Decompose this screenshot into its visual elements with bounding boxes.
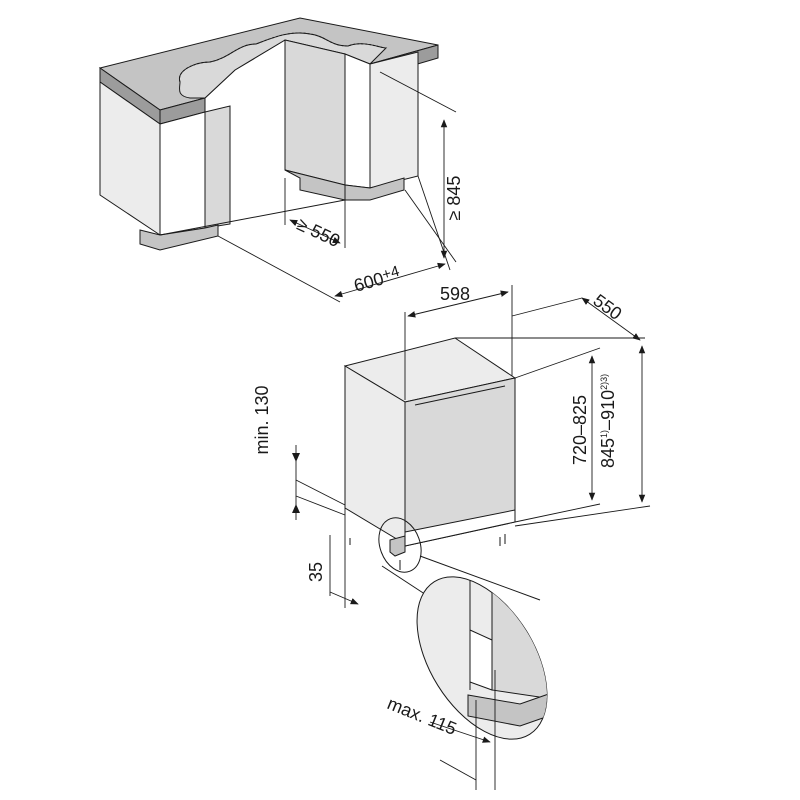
full-height-max-note: 2)3) [599, 374, 609, 390]
kick-plate [389, 535, 406, 557]
detail-door [491, 589, 561, 701]
full-height-max: –910 [598, 390, 618, 430]
depth-dimension-line [289, 219, 341, 244]
depth-550-line [581, 297, 641, 341]
depth-label: ≥ 550 [294, 214, 343, 251]
left-cabinet-face [204, 105, 231, 229]
plinth-depth-label: 35 [306, 562, 326, 582]
cutout-outline [179, 32, 387, 83]
right-cabinet-side [369, 51, 419, 189]
full-height-min: 845 [598, 438, 618, 468]
right-cabinet-face [284, 39, 346, 186]
right-cabinet-plinth [284, 169, 346, 201]
plinth-height-label: min. 130 [252, 385, 272, 454]
full-height-min-note: 1) [599, 430, 609, 438]
width-598-line [407, 290, 509, 318]
niche-floor-line [159, 199, 346, 236]
niche-illustration [98, 17, 439, 251]
detail-zoom [381, 555, 561, 740]
full-height-label: 8451)–9102)3) [598, 374, 618, 468]
detail-marker-circle [378, 517, 422, 573]
max-detail-line [439, 759, 477, 781]
width-tolerance: +4 [380, 263, 401, 284]
detail-plinth [469, 629, 493, 691]
width-598-label: 598 [440, 284, 470, 304]
width-dimension-line [334, 262, 446, 298]
width-label: 600+4 [351, 263, 402, 296]
height-label: ≥ 845 [444, 176, 464, 221]
height-range-label: 720–825 [570, 395, 590, 465]
right-cabinet-inner [344, 53, 371, 189]
appliance-illustration [343, 337, 517, 573]
left-cabinet-inner [159, 111, 206, 236]
depth-550-label: 550 [589, 290, 625, 324]
